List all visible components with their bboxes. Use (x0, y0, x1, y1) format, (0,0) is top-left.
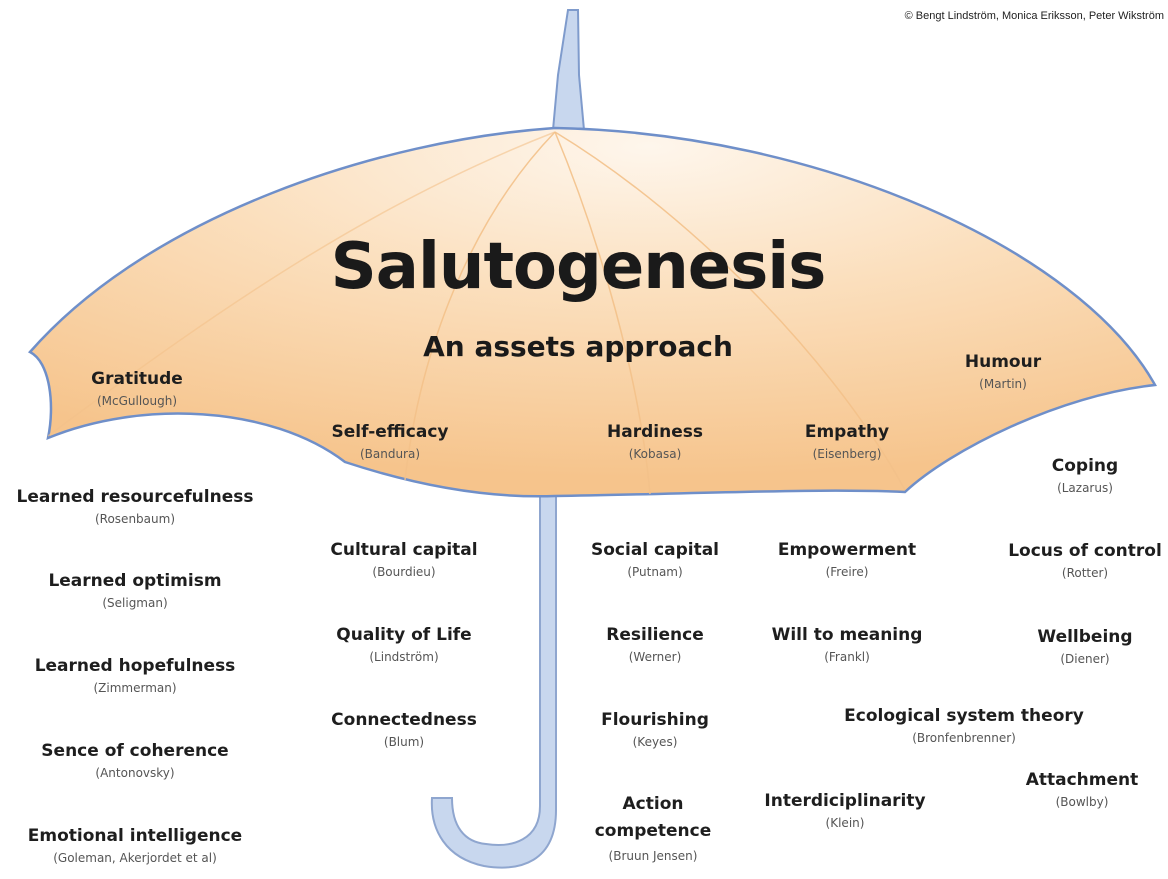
concept-name: Interdiciplinarity (764, 791, 925, 812)
concept-interdiciplinarity: Interdiciplinarity (Klein) (764, 791, 925, 831)
concept-cultural-capital: Cultural capital (Bourdieu) (330, 540, 477, 580)
concept-self-efficacy: Self-efficacy (Bandura) (332, 422, 449, 462)
concept-author: (Werner) (606, 649, 703, 665)
concept-learned-hopefulness: Learned hopefulness (Zimmerman) (35, 656, 236, 696)
diagram-title: Salutogenesis (331, 228, 826, 306)
concept-author: (McGullough) (91, 393, 183, 409)
concept-name: Flourishing (601, 710, 709, 731)
concept-social-capital: Social capital (Putnam) (591, 540, 719, 580)
concept-author: (Martin) (965, 376, 1041, 392)
concept-author: (Antonovsky) (41, 765, 228, 781)
concept-author: (Klein) (764, 815, 925, 831)
concept-author: (Seligman) (48, 595, 221, 611)
concept-author: (Bandura) (332, 446, 449, 462)
concept-author: (Rosenbaum) (17, 511, 254, 527)
concept-name: Sence of coherence (41, 741, 228, 762)
concept-attachment: Attachment (Bowlby) (1026, 770, 1139, 810)
concept-wellbeing: Wellbeing (Diener) (1037, 627, 1132, 667)
concept-name: Coping (1052, 456, 1118, 477)
concept-emotional-intelligence: Emotional intelligence (Goleman, Akerjor… (28, 826, 242, 866)
concept-author: (Rotter) (1008, 565, 1162, 581)
concept-name: Wellbeing (1037, 627, 1132, 648)
concept-name: Empowerment (778, 540, 916, 561)
concept-name: Empathy (805, 422, 889, 443)
concept-author: (Bruun Jensen) (583, 848, 723, 864)
concept-name: Quality of Life (336, 625, 471, 646)
concept-name: Resilience (606, 625, 703, 646)
concept-name: Action competence (583, 791, 723, 845)
concept-empowerment: Empowerment (Freire) (778, 540, 916, 580)
concept-coping: Coping (Lazarus) (1052, 456, 1118, 496)
concept-name: Learned resourcefulness (17, 487, 254, 508)
concept-author: (Bowlby) (1026, 794, 1139, 810)
concept-gratitude: Gratitude (McGullough) (91, 369, 183, 409)
concept-name: Hardiness (607, 422, 703, 443)
concept-name: Will to meaning (772, 625, 923, 646)
concept-will-to-meaning: Will to meaning (Frankl) (772, 625, 923, 665)
concept-name: Connectedness (331, 710, 477, 731)
concept-name: Locus of control (1008, 541, 1162, 562)
concept-humour: Humour (Martin) (965, 352, 1041, 392)
concept-action-competence: Action competence (Bruun Jensen) (583, 791, 723, 864)
concept-locus-of-control: Locus of control (Rotter) (1008, 541, 1162, 581)
concept-name: Ecological system theory (844, 706, 1084, 727)
concept-flourishing: Flourishing (Keyes) (601, 710, 709, 750)
concept-author: (Freire) (778, 564, 916, 580)
concept-name: Emotional intelligence (28, 826, 242, 847)
concept-author: (Eisenberg) (805, 446, 889, 462)
concept-author: (Lindström) (336, 649, 471, 665)
concept-author: (Bronfenbrenner) (844, 730, 1084, 746)
concept-name: Humour (965, 352, 1041, 373)
concept-connectedness: Connectedness (Blum) (331, 710, 477, 750)
concept-author: (Zimmerman) (35, 680, 236, 696)
concept-learned-optimism: Learned optimism (Seligman) (48, 571, 221, 611)
concept-author: (Keyes) (601, 734, 709, 750)
concept-name: Cultural capital (330, 540, 477, 561)
concept-author: (Frankl) (772, 649, 923, 665)
concept-learned-resourcefulness: Learned resourcefulness (Rosenbaum) (17, 487, 254, 527)
concept-name: Self-efficacy (332, 422, 449, 443)
copyright-notice: © Bengt Lindström, Monica Eriksson, Pete… (905, 10, 1164, 22)
concept-hardiness: Hardiness (Kobasa) (607, 422, 703, 462)
concept-author: (Lazarus) (1052, 480, 1118, 496)
concept-author: (Putnam) (591, 564, 719, 580)
concept-sence-of-coherence: Sence of coherence (Antonovsky) (41, 741, 228, 781)
concept-name: Learned optimism (48, 571, 221, 592)
concept-author: (Bourdieu) (330, 564, 477, 580)
umbrella-tip (553, 10, 584, 130)
concept-quality-of-life: Quality of Life (Lindström) (336, 625, 471, 665)
concept-ecological-system-theory: Ecological system theory (Bronfenbrenner… (844, 706, 1084, 746)
concept-name: Gratitude (91, 369, 183, 390)
umbrella-canopy (30, 128, 1155, 496)
concept-author: (Diener) (1037, 651, 1132, 667)
concept-name: Learned hopefulness (35, 656, 236, 677)
concept-author: (Goleman, Akerjordet et al) (28, 850, 242, 866)
concept-empathy: Empathy (Eisenberg) (805, 422, 889, 462)
concept-name: Social capital (591, 540, 719, 561)
concept-name: Attachment (1026, 770, 1139, 791)
diagram-subtitle: An assets approach (423, 330, 733, 364)
concept-author: (Kobasa) (607, 446, 703, 462)
concept-resilience: Resilience (Werner) (606, 625, 703, 665)
concept-author: (Blum) (331, 734, 477, 750)
